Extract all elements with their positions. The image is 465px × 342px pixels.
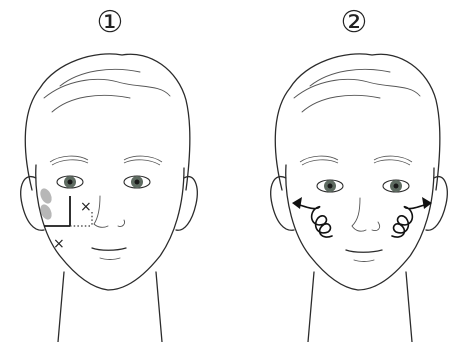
face-2 <box>271 54 447 342</box>
face-1-hair <box>25 54 190 190</box>
face-1-left-ear <box>21 177 44 231</box>
face-1-hair-strand <box>52 95 130 112</box>
face-1-right-brow <box>124 156 162 165</box>
face-2-left-spiral <box>296 204 332 237</box>
face-1-nose <box>94 196 125 227</box>
face-2-lower-lip <box>354 260 374 262</box>
face-2-hair <box>275 54 440 190</box>
face-1-right-pupil <box>135 180 140 185</box>
face-2-contour <box>286 165 434 290</box>
face-1-left-brow <box>50 156 88 165</box>
face-2-mouth <box>346 250 382 252</box>
face-1-neck <box>156 272 162 342</box>
face-1-neck <box>58 272 64 342</box>
face-1: × × <box>21 54 197 342</box>
face-1-mouth <box>92 248 126 250</box>
face-2-nose <box>352 198 380 231</box>
face-1-left-pupil <box>68 180 73 185</box>
face-1-lower-lip <box>100 258 120 260</box>
face-2-right-brow <box>374 156 412 165</box>
face-1-x-mark-lower: × <box>53 236 65 252</box>
face-2-left-brow <box>300 156 338 165</box>
face-2-left-arrow-icon <box>292 197 302 209</box>
face-2-left-pupil <box>328 184 333 189</box>
face-1-blush <box>38 187 54 206</box>
face-2-right-pupil <box>394 184 399 189</box>
face-2-left-ear <box>271 177 294 231</box>
face-2-neck <box>308 272 314 342</box>
face-1-x-mark-upper: × <box>80 199 92 215</box>
face-2-neck <box>406 272 412 342</box>
face-2-hair-strand <box>302 95 380 112</box>
